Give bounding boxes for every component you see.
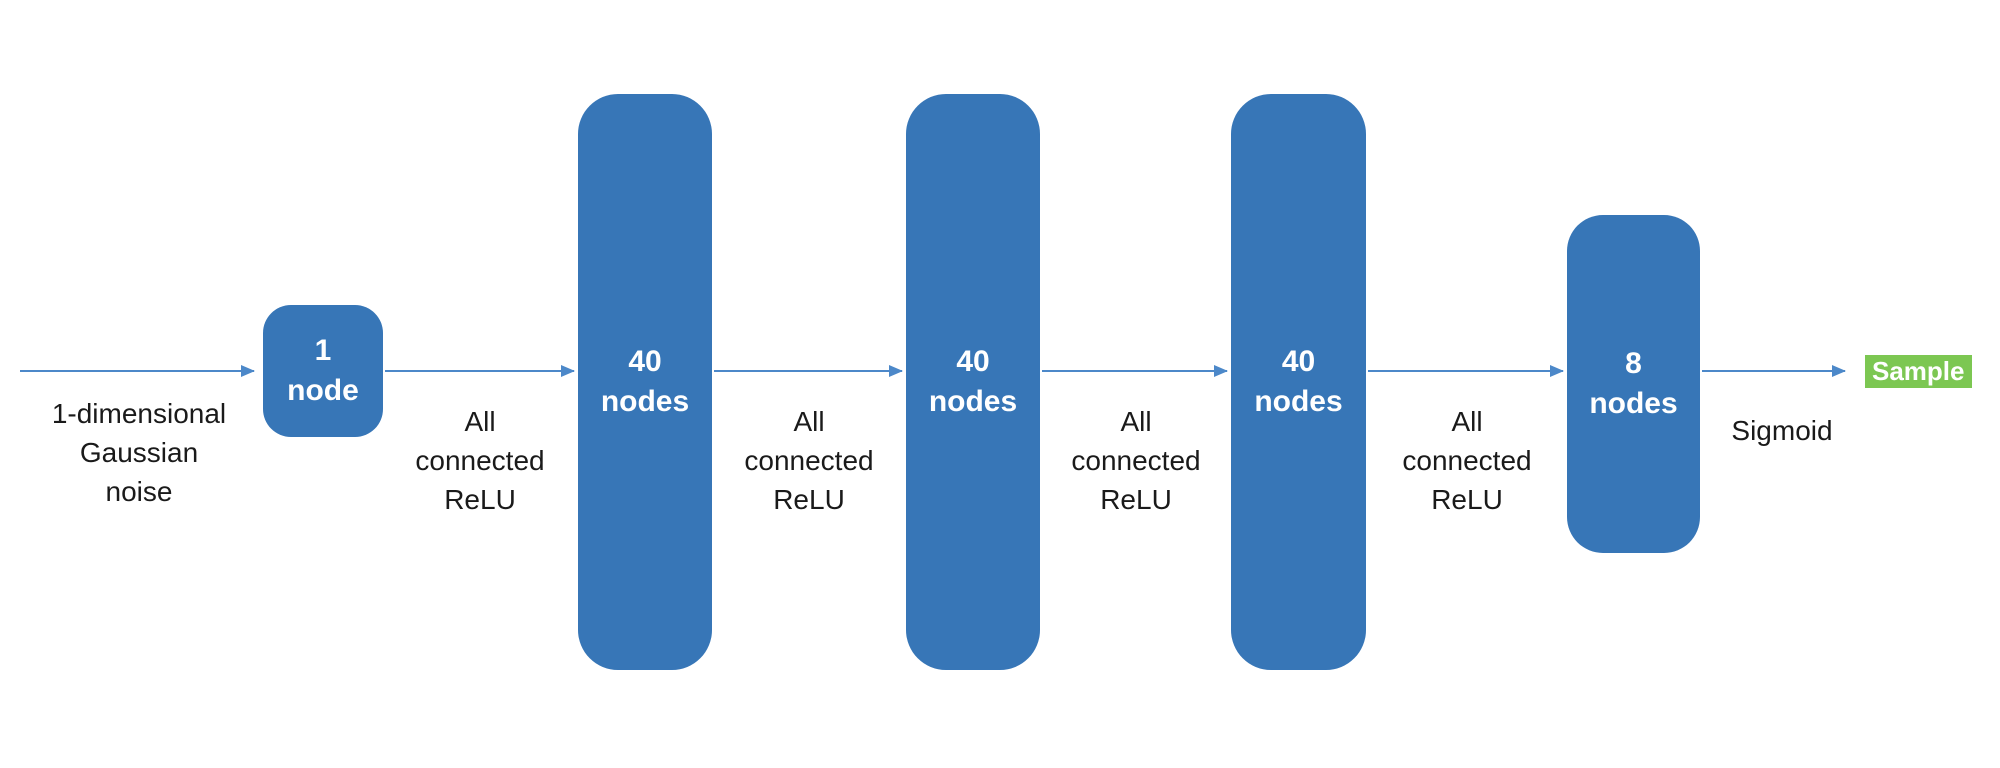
layer-size: 40: [1281, 345, 1316, 378]
layer-box-input-1-node: 1 node: [263, 305, 383, 437]
layer-box-hidden-3: 40 nodes: [1231, 94, 1366, 670]
layer-box-hidden-2: 40 nodes: [906, 94, 1040, 670]
layer-size: 1: [314, 334, 332, 367]
sample-output-badge: Sample: [1865, 355, 1972, 388]
layer-box-output-8-nodes: 8 nodes: [1567, 215, 1700, 553]
connection-caption-2: All connected ReLU: [744, 406, 874, 515]
layer-size: 8: [1625, 347, 1642, 380]
connection-caption-4: All connected ReLU: [1402, 406, 1532, 515]
layer-size: 40: [956, 345, 990, 378]
layer-unit: nodes: [1589, 387, 1678, 420]
layer-unit: nodes: [1254, 385, 1343, 418]
connection-caption-1: All connected ReLU: [415, 406, 545, 515]
sigmoid-caption: Sigmoid: [1731, 415, 1833, 446]
layer-unit: node: [287, 374, 359, 407]
layer-unit: nodes: [600, 385, 690, 418]
connection-caption-3: All connected ReLU: [1071, 406, 1201, 515]
layer-unit: nodes: [928, 385, 1018, 418]
layer-size: 40: [628, 345, 662, 378]
layer-box-hidden-1: 40 nodes: [578, 94, 712, 670]
input-caption: 1-dimensional Gaussian noise: [51, 398, 227, 507]
